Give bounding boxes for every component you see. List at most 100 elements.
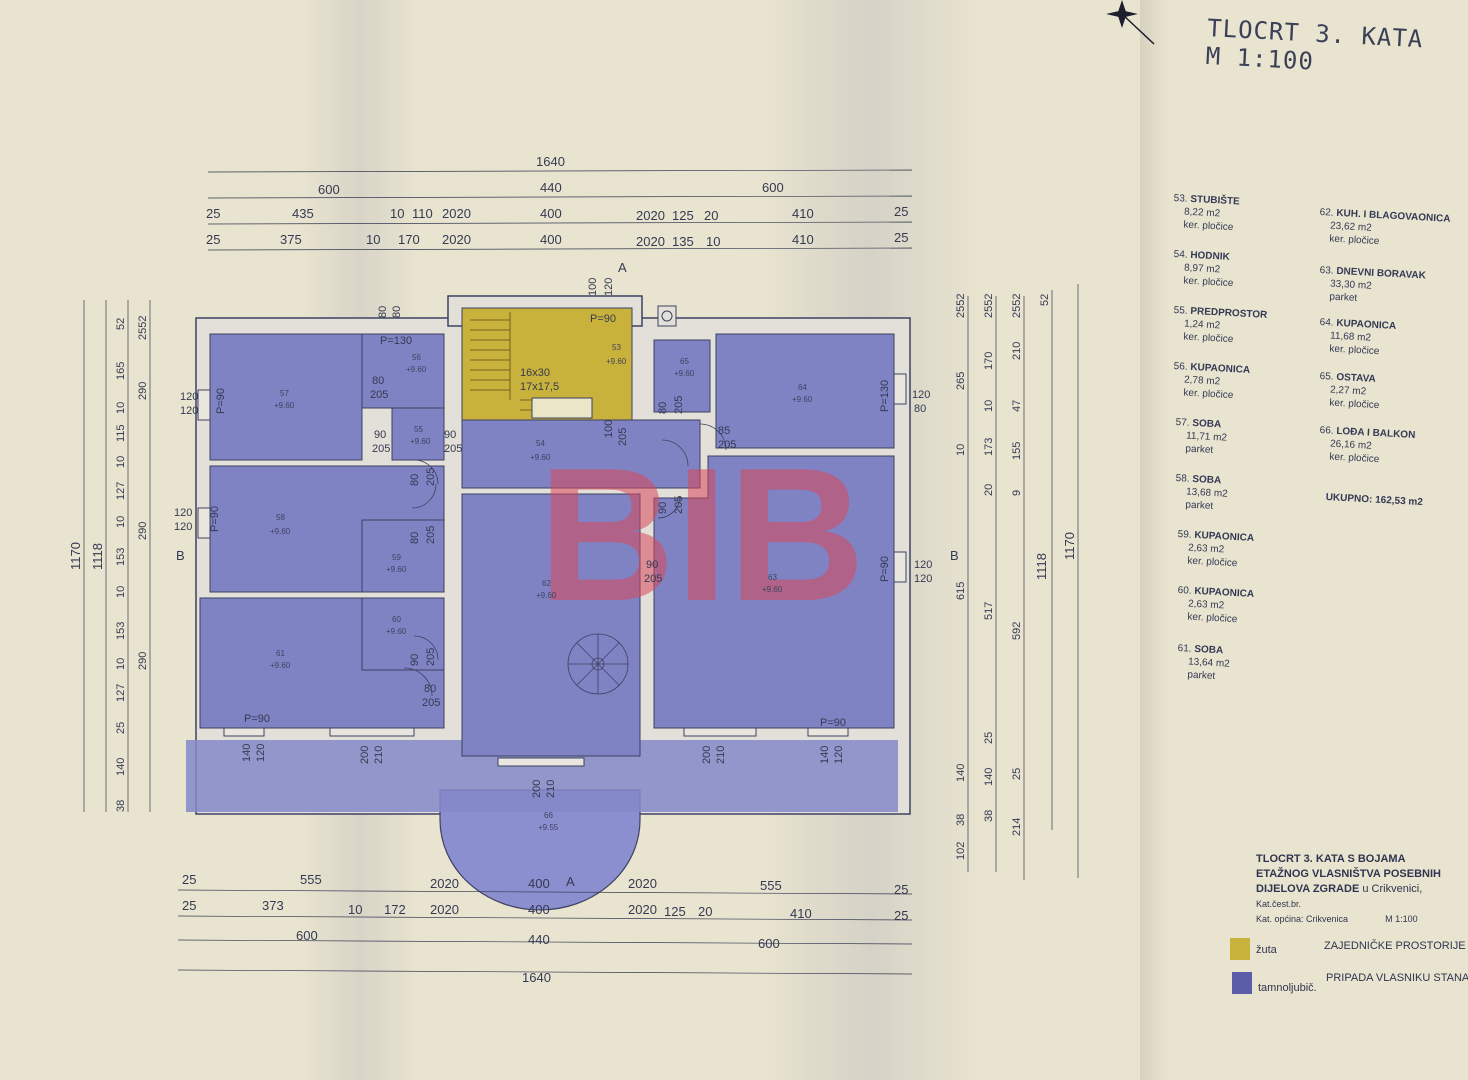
- dim: 517: [983, 602, 995, 620]
- room-area: 2,27 m2: [1329, 384, 1367, 398]
- room-area: 8,22 m2: [1183, 206, 1221, 220]
- dim: 25: [206, 232, 220, 247]
- room-62: [461, 493, 641, 757]
- room-num: 57.: [1175, 416, 1190, 429]
- dim: 10: [115, 658, 127, 670]
- room-floor: ker. pločice: [1329, 343, 1380, 358]
- dim: 120: [180, 391, 198, 403]
- dim: 120: [914, 559, 932, 571]
- room-63: [653, 455, 895, 729]
- dim: 52: [1039, 294, 1051, 306]
- dim: 165: [115, 362, 127, 380]
- stamp-line2: ETAŽNOG VLASNIŠTVA POSEBNIH: [1256, 868, 1441, 880]
- room-name: SOBA: [1192, 417, 1222, 431]
- dim: 25: [983, 732, 995, 744]
- dim: 555: [300, 872, 322, 887]
- level-tag: +9.60: [406, 365, 427, 374]
- stamp-line3b: u Crikvenici,: [1362, 883, 1423, 895]
- section-a-bottom: A: [566, 874, 575, 889]
- dim: 400: [528, 902, 550, 917]
- room-floor: ker. pločice: [1183, 387, 1234, 402]
- room-entry: 60. KUPAONICA 2,63 m2 ker. pločice: [1176, 584, 1254, 627]
- dim: 80: [391, 306, 403, 318]
- dim: 80: [409, 474, 421, 486]
- dim: 173: [983, 438, 995, 456]
- opening-label: P=90: [590, 313, 616, 325]
- dim-bottom-total: 1640: [522, 970, 551, 985]
- room-num: 58.: [1175, 472, 1190, 485]
- room-55: [391, 407, 445, 461]
- level-tag: +9.60: [530, 453, 551, 462]
- dim: 140: [241, 744, 253, 762]
- room-floor: ker. pločice: [1183, 275, 1234, 290]
- dim: 25: [182, 872, 196, 887]
- room-entry: 53. STUBIŠTE 8,22 m2 ker. pločice: [1172, 192, 1240, 234]
- dim: 2552: [137, 316, 149, 340]
- dim: 120: [174, 521, 192, 533]
- room-num: 61.: [1177, 642, 1192, 655]
- dim: 555: [760, 878, 782, 893]
- dim: 100: [603, 420, 615, 438]
- dim: 435: [292, 206, 314, 221]
- opening-label: P=90: [820, 717, 846, 729]
- room-entry: 66. LOĐA I BALKON 26,16 m2 ker. pločice: [1318, 424, 1416, 468]
- dim: 205: [422, 697, 440, 709]
- room-tag-56: 56: [412, 353, 421, 362]
- right-dimension-lines: [967, 284, 1079, 880]
- room-entry: 57. SOBA 11,71 m2 parket: [1174, 416, 1228, 458]
- key-yellow-label: žuta: [1256, 944, 1277, 956]
- stamp-line4: Kat. općina: Crikvenica M 1:100: [1256, 912, 1468, 927]
- room-entry: 61. SOBA 13,64 m2 parket: [1176, 642, 1231, 684]
- dim: 120: [255, 744, 267, 762]
- room-num: 54.: [1173, 248, 1188, 261]
- dim-top-600b: 600: [762, 180, 784, 195]
- dim-bottom-row2: 25 373 10 172 2020 400 2020 125 20 410 2…: [182, 898, 908, 923]
- spiral-stair-icon: [567, 633, 629, 695]
- level-tag: +9.60: [270, 661, 291, 670]
- level-tag: +9.60: [792, 395, 813, 404]
- dim: 127: [115, 482, 127, 500]
- room-59: [361, 519, 445, 593]
- dim: 25: [894, 882, 908, 897]
- dim: 25: [115, 722, 127, 734]
- stamp-line4b: M 1:100: [1385, 914, 1418, 924]
- section-a-top: A: [618, 260, 627, 275]
- level-tag: +9.60: [762, 585, 783, 594]
- room-area: 8,97 m2: [1183, 262, 1221, 276]
- room-area: 2,63 m2: [1187, 542, 1225, 556]
- dim: 52: [115, 318, 127, 330]
- dim: 120: [603, 278, 615, 296]
- dim: 440: [528, 932, 550, 947]
- dim: 80: [657, 402, 669, 414]
- room-name: KUPAONICA: [1194, 585, 1255, 600]
- dim: 205: [425, 468, 437, 486]
- room-54: [461, 419, 701, 489]
- room-area: 2,78 m2: [1183, 374, 1221, 388]
- dim: 115: [115, 424, 127, 442]
- dim: 2020: [628, 902, 657, 917]
- dim: 120: [174, 507, 192, 519]
- stair-size-2: 17x17,5: [520, 381, 559, 393]
- room-entry: 58. SOBA 13,68 m2 parket: [1174, 472, 1229, 514]
- chimney: [657, 305, 677, 327]
- dim: 600: [758, 936, 780, 951]
- dim: 205: [425, 648, 437, 666]
- dim: 10: [115, 516, 127, 528]
- windows: [197, 373, 907, 767]
- dim: 90: [646, 559, 658, 571]
- dim: 38: [983, 810, 995, 822]
- dim: 172: [384, 902, 406, 917]
- opening-label: P=90: [209, 506, 221, 532]
- room-65: [653, 339, 711, 413]
- dim: 410: [792, 206, 814, 221]
- room-entry: 55. PREDPROSTOR 1,24 m2 ker. pločice: [1172, 304, 1268, 348]
- room-64: [715, 333, 895, 449]
- dim: 375: [280, 232, 302, 247]
- dim: 120: [180, 405, 198, 417]
- room-floor: ker. pločice: [1329, 233, 1380, 248]
- opening-label: P=90: [879, 556, 891, 582]
- dim: 373: [262, 898, 284, 913]
- room-floor: ker. pločice: [1329, 451, 1380, 466]
- dim: 200: [531, 780, 543, 798]
